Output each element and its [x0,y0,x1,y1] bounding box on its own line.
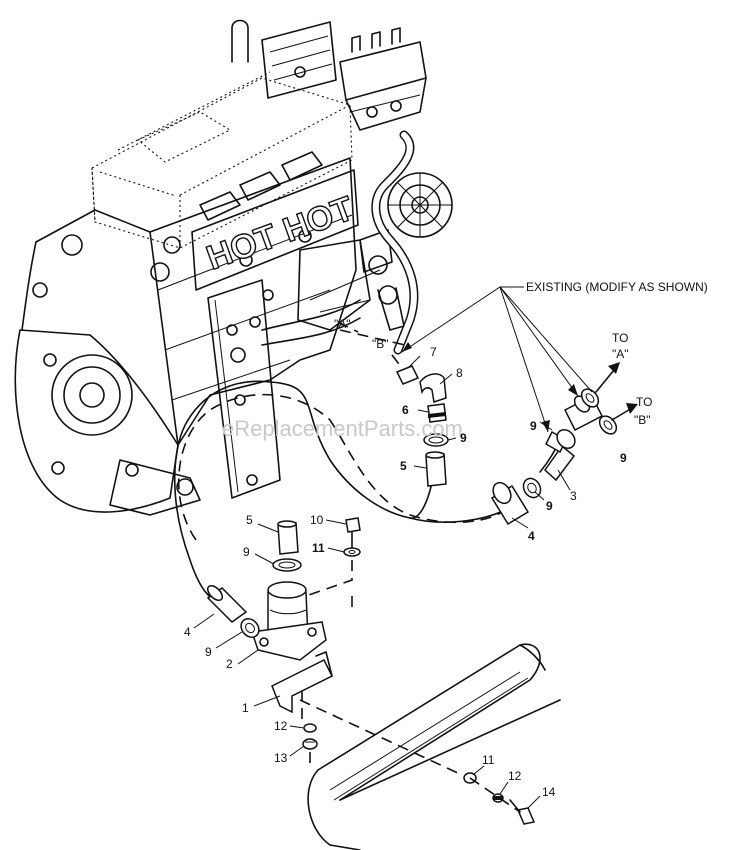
callout-13: 13 [274,751,288,765]
callout-7: 7 [430,345,437,359]
to-b-label-line1: TO [636,395,652,409]
callout-1: 1 [242,701,249,715]
callout-12a: 12 [274,719,288,733]
callout-2: 2 [226,657,233,671]
callout-6: 6 [402,403,409,417]
watermark: eReplacementParts.com [222,416,463,441]
callout-4a: 4 [528,529,535,543]
callout-14: 14 [542,785,556,799]
to-a-label-line2: "A" [612,347,629,361]
to-b-label-line2: "B" [634,413,651,427]
point-b-label: "B" [372,337,389,351]
callout-3: 3 [570,489,577,503]
callout-12b: 12 [508,769,522,783]
callout-11a: 11 [312,541,325,555]
frame-rail [307,643,561,850]
fitting-parts [395,362,638,526]
to-a-label-line1: TO [612,331,628,345]
callout-9d: 9 [546,499,553,513]
callout-11b: 11 [482,753,495,767]
callout-9e: 9 [243,545,250,559]
callout-4b: 4 [184,625,191,639]
callout-5b: 5 [246,513,253,527]
callout-9b: 9 [530,419,537,433]
existing-label: EXISTING (MODIFY AS SHOWN) [526,280,708,294]
callout-9c: 9 [620,451,627,465]
callout-5a: 5 [400,459,407,473]
point-a-label: "A" [334,317,351,331]
callouts: 7 8 6 9 5 9 9 3 9 4 5 9 10 11 4 9 2 1 12… [184,345,627,799]
fuel-lines [173,321,561,605]
callout-9a: 9 [460,431,467,445]
existing-hose [371,130,419,355]
leader-lines [193,286,593,809]
annotations: EXISTING (MODIFY AS SHOWN) TO "A" TO "B"… [334,280,708,427]
assembly-guides [299,560,461,775]
engine-hot-label: HOT HOT [202,189,359,277]
filter-assembly [206,517,361,750]
callout-8: 8 [456,366,463,380]
callout-10: 10 [310,513,324,527]
callout-9f: 9 [205,645,212,659]
